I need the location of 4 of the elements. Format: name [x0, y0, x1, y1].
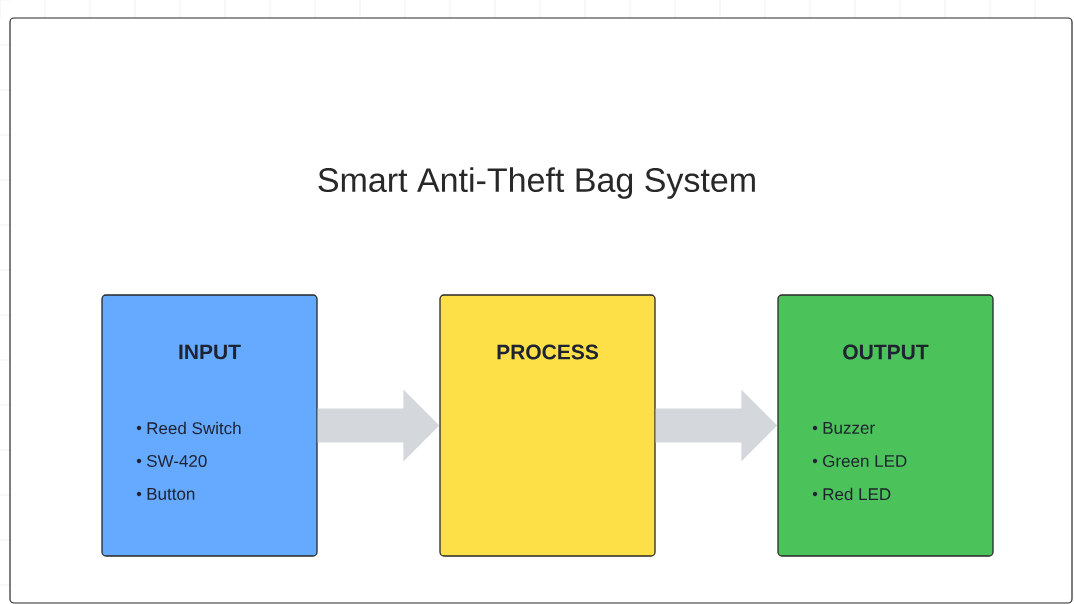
output-box: OUTPUT Buzzer Green LED Red LED	[777, 294, 994, 557]
process-box: PROCESS	[439, 294, 656, 557]
title: Smart Anti-Theft Bag System	[318, 167, 755, 199]
input-box: INPUT Reed Switch SW-420 Button	[101, 294, 318, 557]
